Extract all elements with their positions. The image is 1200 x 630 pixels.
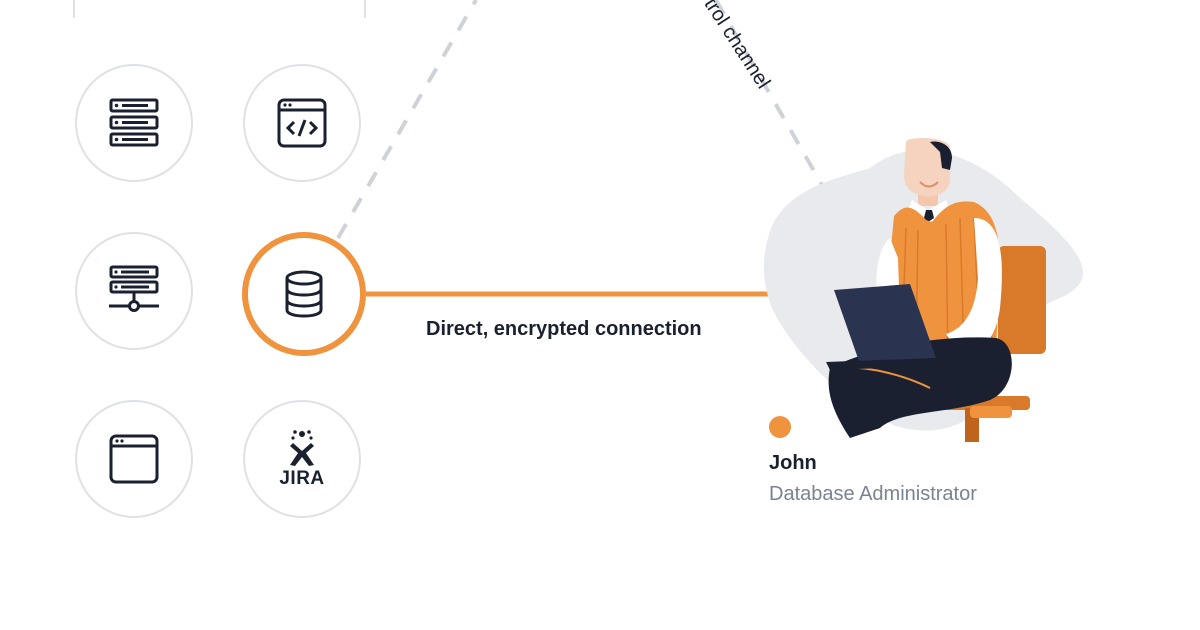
database-icon xyxy=(285,270,323,318)
user-status-dot xyxy=(769,416,791,438)
resource-node-code[interactable] xyxy=(243,64,361,182)
resource-node-jira[interactable]: JIRA xyxy=(243,400,361,518)
network-server-icon xyxy=(109,265,159,312)
resource-node-database-selected[interactable] xyxy=(242,232,366,356)
face xyxy=(904,138,950,197)
browser-window-icon xyxy=(109,434,159,484)
chair-back xyxy=(998,246,1046,354)
jira-logo-text: JIRA xyxy=(279,467,325,489)
tie xyxy=(924,210,934,222)
jira-figure-icon xyxy=(289,429,314,466)
control-channel-line-right xyxy=(714,0,828,193)
code-window-icon xyxy=(277,98,327,148)
jira-logo-icon: JIRA xyxy=(279,429,324,490)
laptop-base xyxy=(826,358,938,370)
user-illustration xyxy=(763,138,1084,442)
mouth xyxy=(919,181,939,188)
chair-arm xyxy=(970,406,1012,418)
right-sleeve xyxy=(946,218,1002,354)
control-channel-label-clip: trol channel xyxy=(600,0,860,120)
connection-label: Direct, encrypted connection xyxy=(426,318,702,340)
user-name: John xyxy=(769,452,817,474)
server-stack-icon xyxy=(109,98,159,147)
hair xyxy=(930,141,952,170)
resource-node-network-server[interactable] xyxy=(75,232,193,350)
control-channel-label: trol channel xyxy=(699,0,775,93)
resource-node-browser[interactable] xyxy=(75,400,193,518)
resource-node-servers[interactable] xyxy=(75,64,193,182)
laptop-screen xyxy=(834,284,936,364)
user-role: Database Administrator xyxy=(769,483,977,505)
control-channel-line-left xyxy=(336,0,478,240)
